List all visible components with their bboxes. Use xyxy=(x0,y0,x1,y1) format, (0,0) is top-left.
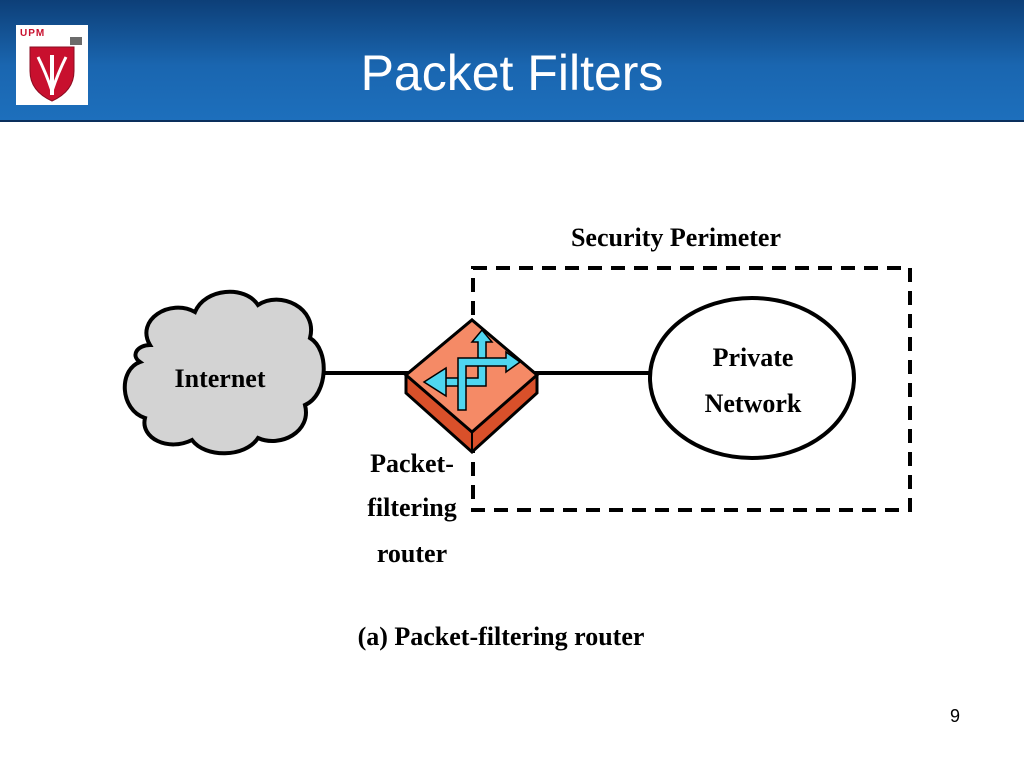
security-perimeter-box xyxy=(471,266,912,512)
private-network-label-line1: Private xyxy=(713,343,794,372)
diagram-caption: (a) Packet-filtering router xyxy=(358,622,645,651)
internet-cloud-icon xyxy=(122,289,326,456)
private-network-label-line2: Network xyxy=(705,389,802,418)
router-icon xyxy=(403,318,540,455)
router-label-line3: router xyxy=(377,539,447,568)
internet-label: Internet xyxy=(175,364,266,393)
security-perimeter-label: Security Perimeter xyxy=(571,223,781,252)
logo-text: UPM xyxy=(20,28,46,39)
page-number: 9 xyxy=(949,706,960,726)
slide-header: UPM Packet Filters xyxy=(0,0,1024,122)
upm-emblem-icon xyxy=(29,37,82,102)
router-label-line1: Packet- xyxy=(370,449,454,478)
router-label-line2: filtering xyxy=(367,493,457,522)
upm-logo: UPM xyxy=(16,25,88,105)
slide-title: Packet Filters xyxy=(360,45,664,101)
private-network-ellipse xyxy=(648,296,856,460)
